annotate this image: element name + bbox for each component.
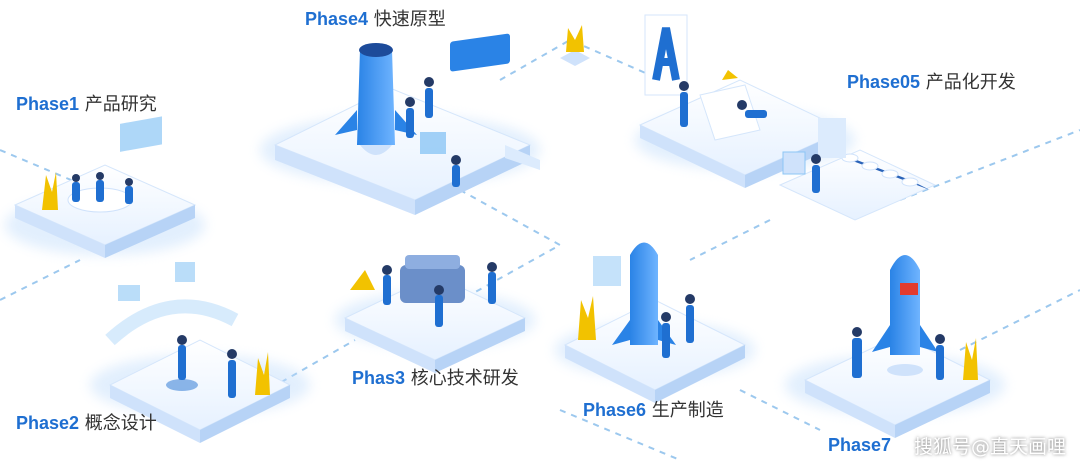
phase4-name: 快速原型: [373, 9, 446, 30]
phase4-label: Phase4 快速原型: [305, 8, 446, 31]
watermark: 搜狐号@直天画哩: [913, 436, 1066, 458]
phase4-platform: [260, 33, 540, 215]
trophy-icon: [560, 25, 590, 66]
phase1-platform: [5, 116, 205, 258]
phase05-label: Phase05 产品化开发: [847, 71, 1016, 94]
phase7-tag: Phase7: [828, 435, 892, 455]
phase05-platform: [635, 14, 937, 221]
connector-paths: [0, 38, 1080, 461]
phase2-label: Phase2 概念设计: [16, 412, 157, 435]
phase2-platform: [90, 262, 310, 443]
path-2-3: [249, 339, 356, 401]
phase1-tag: Phase1: [16, 94, 80, 114]
phase7-label: Phase7: [828, 434, 891, 457]
path-1-2: [0, 149, 91, 189]
phase2-tag: Phase2: [16, 413, 80, 433]
phase6-label: Phase6 生产制造: [583, 399, 724, 422]
path-4-3: [459, 189, 563, 296]
phase4-tag: Phase4: [305, 9, 369, 29]
path-bottom: [559, 409, 681, 461]
phase1-name: 产品研究: [84, 94, 157, 115]
phase1-label: Phase1 产品研究: [16, 93, 157, 116]
path-4-top: [499, 38, 651, 81]
path-7-right: [959, 289, 1080, 351]
phase3-label: Phas3 核心技术研发: [352, 367, 519, 390]
path-5-6: [689, 219, 771, 261]
phase05-tag: Phase05: [847, 72, 921, 92]
phase7-platform: [785, 255, 1005, 438]
phase6-platform: [555, 242, 755, 403]
path-1-left: [0, 259, 81, 301]
phase3-name: 核心技术研发: [410, 368, 519, 389]
phase3-platform: [335, 255, 535, 373]
phase2-name: 概念设计: [84, 413, 157, 434]
path-6-7: [739, 389, 821, 431]
phase3-tag: Phas3: [352, 368, 406, 388]
path-5-right: [899, 129, 1080, 201]
phase6-tag: Phase6: [583, 400, 647, 420]
phase05-name: 产品化开发: [925, 72, 1016, 93]
phase6-name: 生产制造: [651, 400, 724, 421]
